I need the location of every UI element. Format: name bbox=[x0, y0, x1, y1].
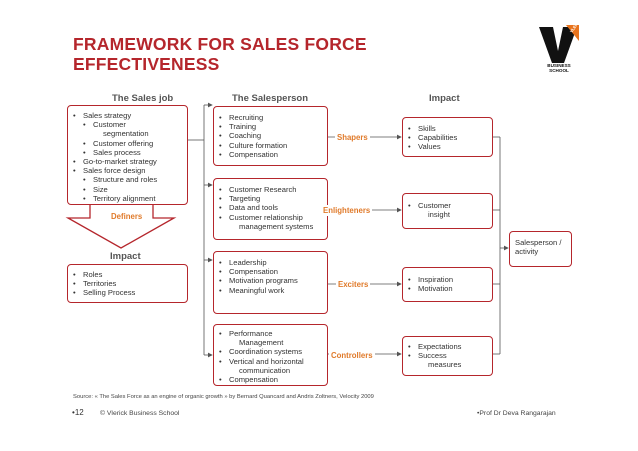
svg-text:VLERICK: VLERICK bbox=[569, 21, 580, 34]
definers-label: Definers bbox=[111, 212, 143, 221]
salesperson-box-1: RecruitingTrainingCoachingCulture format… bbox=[213, 106, 328, 166]
salesperson-item: Compensation bbox=[219, 375, 322, 384]
salesperson-list: LeadershipCompensationMotivation program… bbox=[219, 258, 322, 295]
sales-job-item: Sales strategy bbox=[73, 111, 182, 120]
controllers-label: Controllers bbox=[329, 350, 375, 361]
salesperson-item: Customer relationship bbox=[219, 213, 322, 222]
salesperson-item: management systems bbox=[239, 221, 314, 231]
vlerick-logo: VLERICK bbox=[539, 21, 580, 63]
exciters-label: Exciters bbox=[336, 279, 371, 290]
salesperson-item: Management bbox=[239, 338, 284, 348]
salesperson-item: Compensation bbox=[219, 267, 322, 276]
sales-job-item: Customer offering bbox=[73, 139, 182, 148]
salesperson-item: Vertical and horizontal bbox=[219, 357, 322, 366]
impact-item: insight bbox=[428, 210, 450, 220]
salesperson-box-2: Customer ResearchTargetingData and tools… bbox=[213, 178, 328, 240]
logo-caption: BUSINESS SCHOOL bbox=[547, 63, 571, 73]
salesperson-item: Meaningful work bbox=[219, 286, 322, 295]
impact-left-box: RolesTerritoriesSelling Process bbox=[67, 264, 188, 303]
salesperson-item: Coordination systems bbox=[219, 347, 322, 356]
impact-box-4: ExpectationsSuccessmeasures bbox=[402, 336, 493, 376]
sales-job-item: Sales process bbox=[73, 148, 182, 157]
salesperson-box-4: PerformanceManagementCoordination system… bbox=[213, 324, 328, 386]
impact-left-item: Selling Process bbox=[73, 288, 182, 297]
sales-job-item: segmentation bbox=[103, 129, 149, 139]
header-sales-job: The Sales job bbox=[112, 93, 174, 104]
salesperson-item: Training bbox=[219, 122, 322, 131]
impact-item: measures bbox=[428, 360, 462, 370]
sales-job-item: Go-to-market strategy bbox=[73, 157, 182, 166]
impact-box-1: SkillsCapabilitiesValues bbox=[402, 117, 493, 157]
salesperson-item: Recruiting bbox=[219, 113, 322, 122]
salesperson-item: Motivation programs bbox=[219, 276, 322, 285]
impact-left-item: Territories bbox=[73, 279, 182, 288]
impact-item: Values bbox=[408, 142, 487, 151]
impact-list: ExpectationsSuccessmeasures bbox=[408, 342, 487, 370]
impact-box-3: InspirationMotivation bbox=[402, 267, 493, 302]
impact-item: Skills bbox=[408, 124, 487, 133]
salesperson-list: PerformanceManagementCoordination system… bbox=[219, 329, 322, 384]
salesperson-list: Customer ResearchTargetingData and tools… bbox=[219, 185, 322, 231]
sales-job-item: Territory alignment bbox=[73, 194, 182, 203]
shapers-label: Shapers bbox=[335, 132, 370, 143]
sales-job-item: Size bbox=[73, 185, 182, 194]
sales-job-item: Structure and roles bbox=[73, 175, 182, 184]
outcome-box: Salesperson / activity bbox=[509, 231, 572, 267]
source-citation: Source: « The Sales Force as an engine o… bbox=[73, 394, 374, 400]
header-impact-right: Impact bbox=[429, 93, 460, 104]
enlighteners-label: Enlighteners bbox=[321, 205, 373, 216]
salesperson-item: communication bbox=[239, 365, 291, 375]
impact-item: Expectations bbox=[408, 342, 487, 351]
salesperson-item: Data and tools bbox=[219, 203, 322, 212]
salesperson-item: Culture formation bbox=[219, 141, 322, 150]
header-impact-left: Impact bbox=[110, 251, 141, 262]
sales-job-list: Sales strategyCustomersegmentationCustom… bbox=[73, 111, 182, 203]
impact-item: Customer bbox=[408, 201, 487, 210]
impact-list: InspirationMotivation bbox=[408, 275, 487, 294]
impact-item: Success bbox=[408, 351, 487, 360]
salesperson-item: Targeting bbox=[219, 194, 322, 203]
header-salesperson: The Salesperson bbox=[232, 93, 309, 104]
salesperson-item: Leadership bbox=[219, 258, 322, 267]
page-number: •12 bbox=[72, 408, 84, 417]
salesperson-box-3: LeadershipCompensationMotivation program… bbox=[213, 251, 328, 314]
sales-job-box: Sales strategyCustomersegmentationCustom… bbox=[67, 105, 188, 205]
impact-left-item: Roles bbox=[73, 270, 182, 279]
impact-item: Motivation bbox=[408, 284, 487, 293]
impact-left-list: RolesTerritoriesSelling Process bbox=[73, 270, 182, 298]
salesperson-item: Customer Research bbox=[219, 185, 322, 194]
author: •Prof Dr Deva Rangarajan bbox=[477, 410, 556, 417]
sales-job-item: Customer bbox=[73, 120, 182, 129]
salesperson-item: Compensation bbox=[219, 150, 322, 159]
definers-arrow bbox=[65, 203, 177, 249]
impact-item: Inspiration bbox=[408, 275, 487, 284]
copyright: © Vlerick Business School bbox=[100, 410, 180, 417]
sales-job-item: Sales force design bbox=[73, 166, 182, 175]
outcome-text: Salesperson / activity bbox=[515, 238, 562, 257]
salesperson-list: RecruitingTrainingCoachingCulture format… bbox=[219, 113, 322, 159]
impact-list: SkillsCapabilitiesValues bbox=[408, 124, 487, 152]
page-title: FRAMEWORK FOR SALES FORCE EFFECTIVENESS bbox=[73, 34, 367, 74]
impact-item: Capabilities bbox=[408, 133, 487, 142]
salesperson-item: Coaching bbox=[219, 131, 322, 140]
salesperson-item: Performance bbox=[219, 329, 322, 338]
